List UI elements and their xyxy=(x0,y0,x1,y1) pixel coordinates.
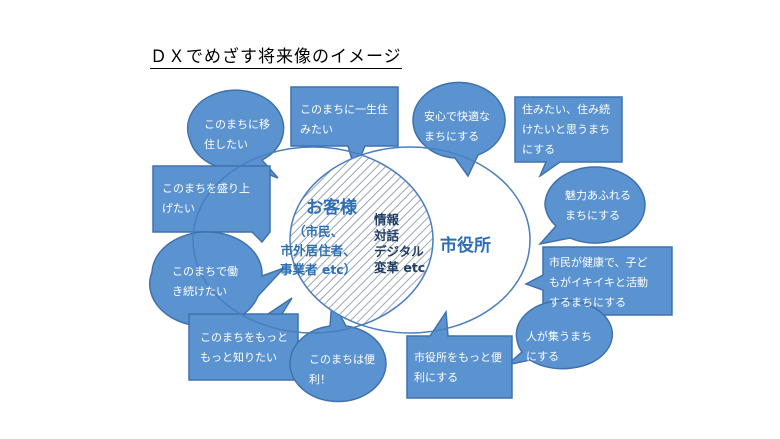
right-circle-label: 市役所 xyxy=(440,236,491,256)
bubble-left-3-text: このまちを盛り上 げたい xyxy=(162,182,250,215)
bubble-right-3 xyxy=(537,166,646,246)
bubble-left-1-text: このまちに移 住したい xyxy=(204,118,270,151)
left-circle xyxy=(192,146,434,334)
left-circle-label: お客様 xyxy=(306,198,357,218)
bubble-left-3 xyxy=(152,165,271,244)
bubble-right-4-text: 市民が健康で、子ど もがイキイキと活動 するまちにする xyxy=(549,256,648,309)
bubble-left-4 xyxy=(149,231,285,327)
bubble-left-2-text: このまちに一生住 みたい xyxy=(300,103,388,136)
bubble-right-1 xyxy=(412,81,506,178)
left-circle-sub: （市民、 市外居住者、 事業者 etc） xyxy=(280,224,357,277)
bubble-left-5-text: このまちをもっと もっと知りたい xyxy=(200,331,288,364)
overlap-text: 情報 対話 デジタル 変革 etc xyxy=(374,212,426,275)
bubble-right-5 xyxy=(506,299,614,370)
bubble-right-3-text: 魅力あふれる まちにする xyxy=(565,189,631,222)
bubble-left-4-text: このまちで働 き続けたい xyxy=(172,265,238,298)
overlap-region xyxy=(290,147,433,333)
bubble-right-4 xyxy=(524,246,673,316)
right-circle xyxy=(289,146,531,334)
page-title: ＤＸでめざす将来像のイメージ xyxy=(150,42,402,69)
bubble-right-6-text: 市役所をもっと便 利にする xyxy=(414,351,502,384)
bubble-right-5-text: 人が集うまち にする xyxy=(526,330,592,363)
bubble-right-2 xyxy=(514,96,623,179)
bubble-right-1-text: 安心で快適な まちにする xyxy=(424,110,490,143)
bubble-left-5 xyxy=(188,297,299,381)
bubble-right-2-text: 住みたい、住み続 けたいと思うまち にする xyxy=(522,103,610,156)
bubble-left-6-text: このまちは便 利！ xyxy=(309,353,375,386)
bubble-left-6 xyxy=(289,297,387,403)
